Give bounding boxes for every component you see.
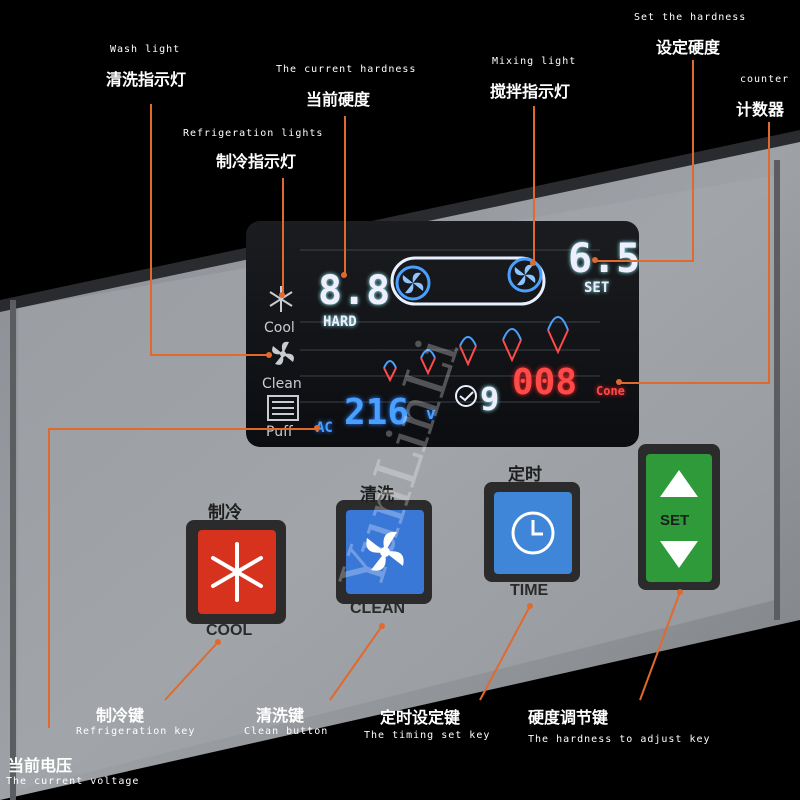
wash-light-en: Wash light <box>110 44 181 55</box>
voltage-en: The current voltage <box>6 776 140 787</box>
hardness-key-en: The hardness to adjust key <box>528 734 711 745</box>
refrigeration-lights-cn: 制冷指示灯 <box>216 152 297 171</box>
refrigeration-key-en: Refrigeration key <box>76 726 196 737</box>
cool-button-cn-label: 制冷 <box>208 503 242 523</box>
refrigeration-key-cn: 制冷键 <box>96 706 145 725</box>
cool-button-label: COOL <box>206 622 253 639</box>
set-label: SET <box>584 280 610 296</box>
counter-readout: 008 <box>512 362 578 403</box>
voltage-readout: 216 <box>344 392 410 433</box>
fan-icon <box>395 257 543 301</box>
cool-indicator-label: Cool <box>264 320 295 336</box>
set-hardness-readout: 6.5 <box>568 236 641 282</box>
timing-key-en: The timing set key <box>364 730 491 741</box>
counter-en: counter <box>740 74 790 85</box>
hardness-key-cn: 硬度调节键 <box>528 708 609 727</box>
current-hardness-readout: 8.8 <box>318 268 391 314</box>
snowflake-icon <box>269 286 293 312</box>
set-hardness-en: Set the hardness <box>634 12 747 23</box>
wash-light-cn: 清洗指示灯 <box>106 70 187 89</box>
set-hardness-cn: 设定硬度 <box>656 38 721 57</box>
set-button <box>646 454 712 582</box>
voltage-prefix: AC <box>316 420 333 436</box>
fan-icon <box>272 341 294 365</box>
timer-readout: 9 <box>480 380 500 418</box>
voltage-unit: v <box>426 404 436 423</box>
mixing-light-cn: 搅拌指示灯 <box>490 82 571 101</box>
clean-indicator-label: Clean <box>262 376 302 392</box>
clock-icon <box>511 511 555 555</box>
counter-unit: Cone <box>596 384 625 398</box>
mixing-light-en: Mixing light <box>492 56 577 67</box>
puff-icon <box>267 395 299 421</box>
clean-button-label: CLEAN <box>350 600 406 617</box>
time-button-label: TIME <box>510 582 549 599</box>
snowflake-icon <box>211 542 263 602</box>
voltage-cn: 当前电压 <box>8 756 73 775</box>
up-arrow-icon <box>660 470 698 497</box>
time-button-cn-label: 定时 <box>508 465 542 485</box>
clock-icon <box>455 385 477 407</box>
counter-cn: 计数器 <box>736 100 785 119</box>
set-button-label: SET <box>660 512 690 529</box>
mixing-bar <box>390 256 546 306</box>
current-hardness-cn: 当前硬度 <box>306 90 371 109</box>
refrigeration-lights-en: Refrigeration lights <box>183 128 324 139</box>
clean-button-callout-cn: 清洗键 <box>256 706 305 725</box>
puff-indicator-label: Puff <box>266 424 293 440</box>
fan-icon <box>366 531 404 571</box>
down-arrow-icon <box>660 541 698 568</box>
ice-cream-icon <box>383 316 569 383</box>
current-hardness-en: The current hardness <box>276 64 417 75</box>
timing-key-cn: 定时设定键 <box>380 708 461 727</box>
clean-button-cn-label: 清洗 <box>360 485 394 505</box>
clean-button-callout-en: Clean button <box>244 726 329 737</box>
hardness-label: HARD <box>323 314 357 330</box>
